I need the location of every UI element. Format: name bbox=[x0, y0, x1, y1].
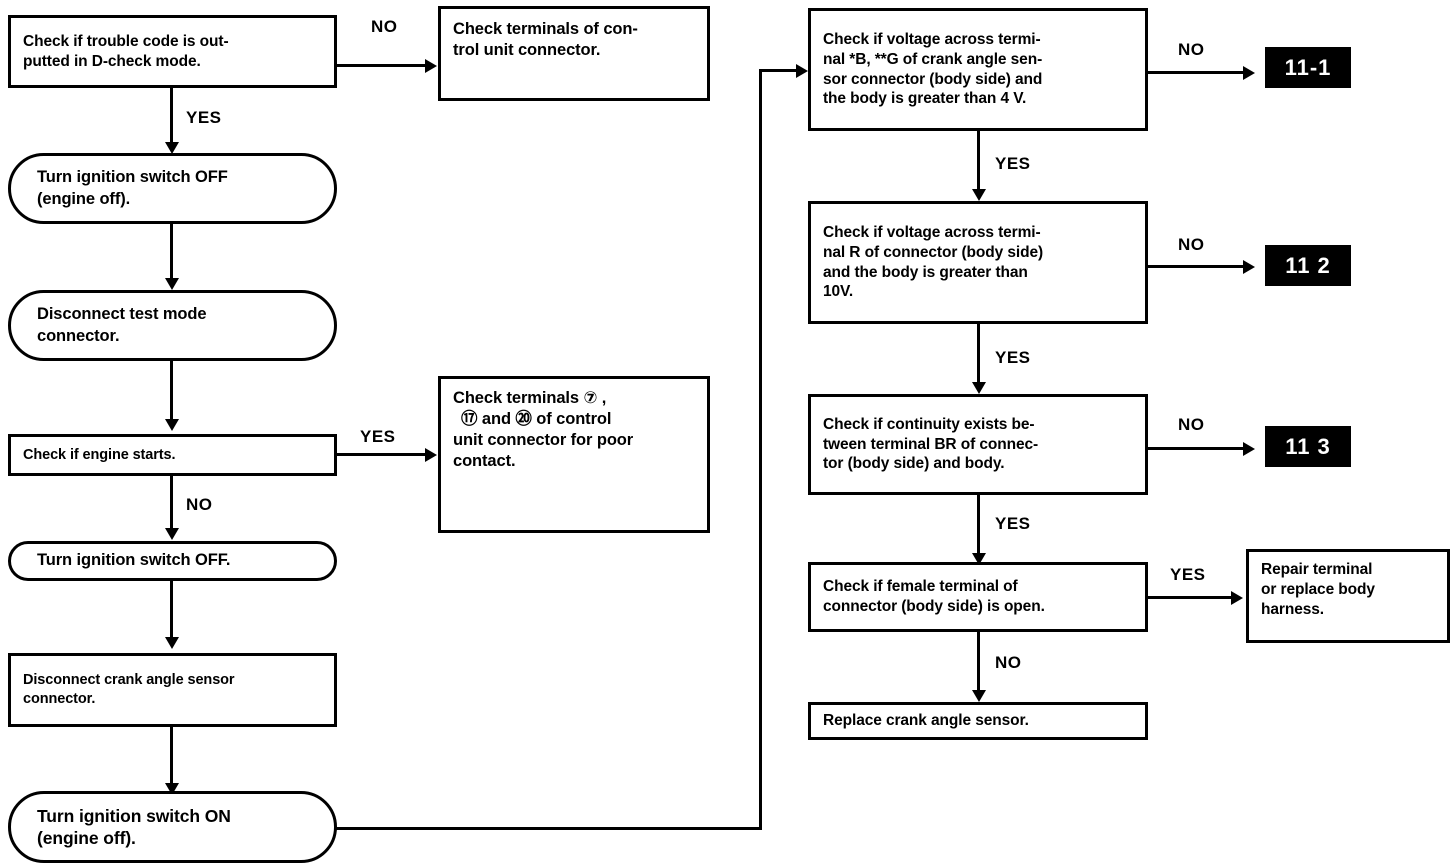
node-check-terminals-poor-contact-line3: unit connector for poor bbox=[453, 431, 634, 450]
arrowhead-voltage-r-yes bbox=[971, 382, 986, 394]
node-turn-ignition-off[interactable]: Turn ignition switch OFF. bbox=[8, 541, 337, 581]
edge-female-terminal-yes bbox=[1148, 596, 1234, 599]
edge-label-no-1: NO bbox=[371, 17, 398, 36]
node-check-voltage-b-g[interactable]: Check if voltage across termi- nal *B, *… bbox=[808, 8, 1148, 131]
node-check-engine-starts-label: Check if engine starts. bbox=[23, 446, 176, 463]
edge-label-yes-2: YES bbox=[360, 427, 396, 446]
edge-engine-starts-no bbox=[170, 476, 173, 532]
node-turn-ignition-off-engine-off[interactable]: Turn ignition switch OFF (engine off). bbox=[8, 153, 337, 224]
arrowhead-engine-starts-no bbox=[164, 528, 179, 540]
node-turn-ignition-on-engine-off-label: Turn ignition switch ON (engine off). bbox=[37, 805, 231, 848]
arrowhead-voltage-bg-yes bbox=[971, 189, 986, 201]
edge-continuity-br-no bbox=[1148, 447, 1246, 450]
edge-into-voltage-check-horizontal bbox=[759, 69, 801, 72]
edge-trouble-code-no bbox=[337, 64, 427, 67]
node-check-female-terminal-label: Check if female terminal of connector (b… bbox=[823, 578, 1045, 615]
edge-label-yes-4: YES bbox=[995, 348, 1031, 367]
node-check-terminals-control-unit[interactable]: Check terminals of con- trol unit connec… bbox=[438, 6, 710, 101]
node-check-female-terminal[interactable]: Check if female terminal of connector (b… bbox=[808, 562, 1148, 632]
arrowhead-female-terminal-yes bbox=[1231, 590, 1243, 605]
node-disconnect-test-mode-connector[interactable]: Disconnect test mode connector. bbox=[8, 290, 337, 361]
node-repair-terminal[interactable]: Repair terminal or replace body harness. bbox=[1246, 549, 1450, 643]
arrowhead-into-voltage-check bbox=[796, 63, 808, 78]
node-check-voltage-r-label: Check if voltage across termi- nal R of … bbox=[823, 223, 1044, 301]
arrowhead-ign-off-to-disconnect-crank bbox=[164, 637, 179, 649]
edge-label-no-5: NO bbox=[1178, 415, 1205, 434]
node-repair-terminal-label: Repair terminal or replace body harness. bbox=[1261, 561, 1375, 618]
edge-voltage-bg-no bbox=[1148, 71, 1246, 74]
node-check-terminals-poor-contact-line4: contact. bbox=[453, 452, 516, 471]
arrowhead-voltage-r-no bbox=[1243, 259, 1255, 274]
node-replace-crank-sensor[interactable]: Replace crank angle sensor. bbox=[808, 702, 1148, 740]
edge-female-terminal-no bbox=[977, 632, 980, 694]
edge-voltage-r-no bbox=[1148, 265, 1246, 268]
edge-label-no-6: NO bbox=[995, 653, 1022, 672]
node-disconnect-crank-sensor-label: Disconnect crank angle sensor connector. bbox=[23, 672, 235, 707]
arrowhead-female-terminal-no bbox=[971, 690, 986, 702]
edge-label-yes-1: YES bbox=[186, 108, 222, 127]
node-disconnect-crank-sensor[interactable]: Disconnect crank angle sensor connector. bbox=[8, 653, 337, 727]
node-disconnect-test-mode-connector-label: Disconnect test mode connector. bbox=[37, 305, 207, 345]
edge-ign-on-to-right-column-horizontal bbox=[335, 827, 762, 830]
node-check-engine-starts[interactable]: Check if engine starts. bbox=[8, 434, 337, 476]
edge-label-no-4: NO bbox=[1178, 235, 1205, 254]
edge-voltage-r-yes bbox=[977, 324, 980, 386]
badge-code-11-2-label: 11 2 bbox=[1285, 252, 1331, 278]
arrowhead-engine-starts-yes bbox=[425, 447, 437, 462]
edge-label-yes-5: YES bbox=[995, 514, 1031, 533]
badge-code-11-3-label: 11 3 bbox=[1285, 433, 1331, 459]
badge-code-11-1[interactable]: 11-1 bbox=[1265, 47, 1351, 88]
edge-label-yes-3: YES bbox=[995, 154, 1031, 173]
arrowhead-voltage-bg-no bbox=[1243, 65, 1255, 80]
arrowhead-continuity-br-no bbox=[1243, 441, 1255, 456]
edge-ign-on-to-right-column-vertical bbox=[759, 69, 762, 830]
node-check-trouble-code[interactable]: Check if trouble code is out- putted in … bbox=[8, 15, 337, 88]
edge-engine-starts-yes bbox=[337, 453, 427, 456]
node-check-terminals-poor-contact-line1: Check terminals ⑦ , bbox=[453, 389, 607, 407]
badge-code-11-2[interactable]: 11 2 bbox=[1265, 245, 1351, 286]
node-turn-ignition-on-engine-off[interactable]: Turn ignition switch ON (engine off). bbox=[8, 791, 337, 863]
node-turn-ignition-off-engine-off-label: Turn ignition switch OFF (engine off). bbox=[37, 168, 228, 208]
node-check-terminals-poor-contact[interactable]: Check terminals ⑦ , ⑰ and ⑳ of control u… bbox=[438, 376, 710, 533]
node-check-terminals-control-unit-label: Check terminals of con- trol unit connec… bbox=[453, 20, 638, 60]
edge-label-no-2: NO bbox=[186, 495, 213, 514]
edge-label-no-3: NO bbox=[1178, 40, 1205, 59]
edge-test-mode-to-engine-starts bbox=[170, 361, 173, 423]
badge-code-11-1-label: 11-1 bbox=[1284, 54, 1332, 80]
node-check-continuity-br-label: Check if continuity exists be- tween ter… bbox=[823, 415, 1039, 473]
edge-trouble-code-yes bbox=[170, 88, 173, 146]
arrowhead-trouble-code-no bbox=[425, 58, 437, 73]
node-check-terminals-poor-contact-line2: ⑰ and ⑳ of control bbox=[461, 410, 612, 429]
edge-ign-off-to-disconnect-crank bbox=[170, 581, 173, 641]
node-turn-ignition-off-label: Turn ignition switch OFF. bbox=[37, 551, 231, 570]
badge-code-11-3[interactable]: 11 3 bbox=[1265, 426, 1351, 467]
arrowhead-test-mode-to-engine-starts bbox=[164, 419, 179, 431]
edge-ign-off-to-test-mode bbox=[170, 224, 173, 282]
node-check-continuity-br[interactable]: Check if continuity exists be- tween ter… bbox=[808, 394, 1148, 495]
edge-disconnect-crank-to-ign-on bbox=[170, 727, 173, 787]
node-check-voltage-b-g-label: Check if voltage across termi- nal *B, *… bbox=[823, 30, 1043, 108]
node-check-trouble-code-label: Check if trouble code is out- putted in … bbox=[23, 32, 229, 70]
arrowhead-ign-off-to-test-mode bbox=[164, 278, 179, 290]
edge-voltage-bg-yes bbox=[977, 131, 980, 193]
edge-label-yes-6: YES bbox=[1170, 565, 1206, 584]
node-replace-crank-sensor-label: Replace crank angle sensor. bbox=[823, 712, 1029, 730]
node-check-voltage-r[interactable]: Check if voltage across termi- nal R of … bbox=[808, 201, 1148, 324]
edge-continuity-br-yes bbox=[977, 495, 980, 561]
arrowhead-trouble-code-yes bbox=[164, 142, 179, 154]
